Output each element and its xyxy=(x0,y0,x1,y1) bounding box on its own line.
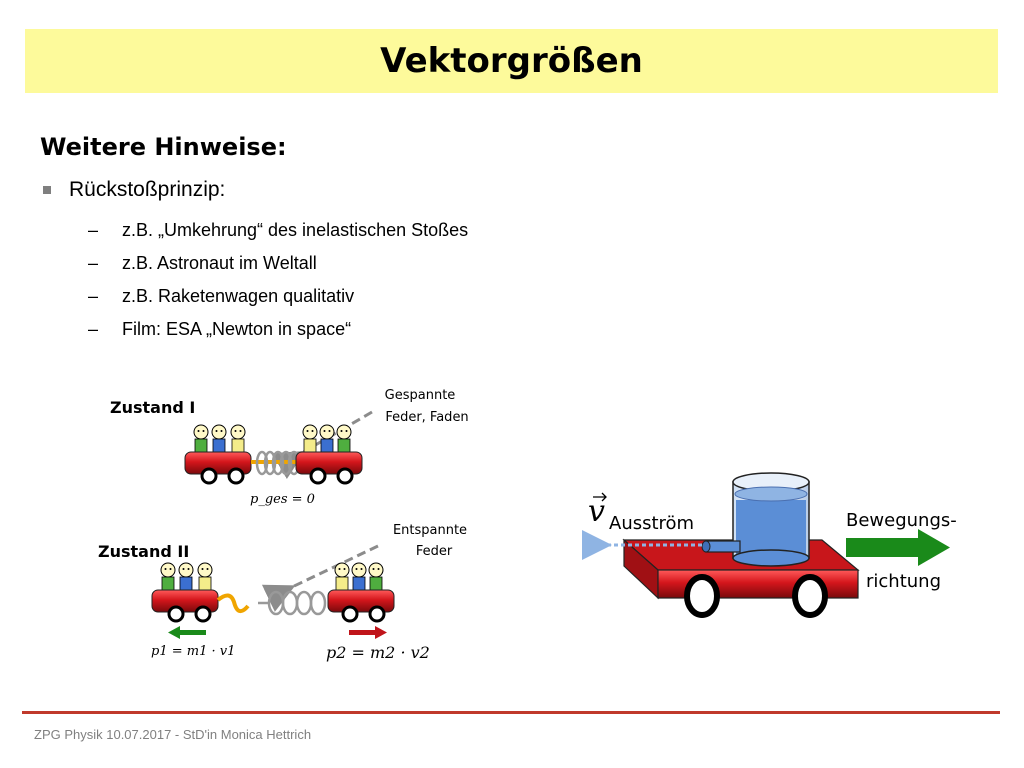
equation-total-momentum: p_ges = 0 xyxy=(250,492,315,507)
sub-item-text: z.B. Raketenwagen qualitativ xyxy=(122,286,355,306)
cart-left-state1 xyxy=(184,424,252,485)
direction-label-2: richtung xyxy=(866,571,941,592)
person-icon xyxy=(302,424,318,456)
person-icon xyxy=(193,424,209,456)
title-bar: Vektorgrößen xyxy=(25,29,998,93)
footer-divider xyxy=(22,711,1000,714)
person-icon xyxy=(211,424,227,456)
velocity-symbol: v xyxy=(588,494,605,529)
direction-label-1: Bewegungs- xyxy=(846,510,957,531)
movement-direction-arrow xyxy=(846,529,950,566)
person-icon xyxy=(230,424,246,456)
sub-list: – z.B. „Umkehrung“ des inelastischen Stoß… xyxy=(88,218,468,350)
sub-list-item: – z.B. „Umkehrung“ des inelastischen Stoß… xyxy=(88,218,468,251)
dash-icon: – xyxy=(88,286,99,306)
dash-icon: – xyxy=(88,220,99,240)
bullet-text: Rückstoßprinzip: xyxy=(69,178,226,201)
equation-p1: p1 = m1 · v1 xyxy=(151,644,235,659)
person-icon xyxy=(336,424,352,456)
velocity-label: Ausström xyxy=(609,513,694,534)
cart-left-state2 xyxy=(151,562,219,623)
bullet-item: Rückstoßprinzip: xyxy=(40,178,225,202)
equation-p2: p2 = m2 · v2 xyxy=(326,643,430,662)
person-icon xyxy=(197,562,213,594)
state-one-label: Zustand I xyxy=(110,398,195,417)
spring-tensioned-label-2: Feder, Faden xyxy=(385,410,468,425)
thread-loose xyxy=(216,593,250,614)
person-icon xyxy=(368,562,384,594)
spring-relaxed-label-1: Entspannte xyxy=(393,523,467,538)
sub-item-text: Film: ESA „Newton in space“ xyxy=(122,319,352,339)
dash-icon: – xyxy=(88,253,99,273)
spring-relaxed xyxy=(258,590,327,616)
rocket-cart xyxy=(622,472,860,618)
vector-arrow-icon xyxy=(593,492,607,502)
state-two-label: Zustand II xyxy=(98,542,189,561)
cart-right-state1 xyxy=(295,424,363,485)
sub-list-item: – Film: ESA „Newton in space“ xyxy=(88,317,468,350)
momentum-arrow-right xyxy=(349,626,387,639)
dash-icon: – xyxy=(88,319,99,339)
spring-tensioned-label-1: Gespannte xyxy=(385,388,456,403)
sub-list-item: – z.B. Raketenwagen qualitativ xyxy=(88,284,468,317)
momentum-arrow-left xyxy=(168,626,206,639)
person-icon xyxy=(334,562,350,594)
slide-title: Vektorgrößen xyxy=(380,41,643,81)
sub-item-text: z.B. Astronaut im Weltall xyxy=(122,253,317,273)
sub-list-item: – z.B. Astronaut im Weltall xyxy=(88,251,468,284)
sub-item-text: z.B. „Umkehrung“ des inelastischen Stoße… xyxy=(122,220,469,240)
footer-text: ZPG Physik 10.07.2017 - StD'in Monica He… xyxy=(34,727,312,742)
spring-relaxed-label-2: Feder xyxy=(416,544,453,559)
cart-right-state2 xyxy=(327,562,395,623)
pointer-arrow-2 xyxy=(261,544,379,612)
person-icon xyxy=(178,562,194,594)
person-icon xyxy=(319,424,335,456)
person-icon xyxy=(351,562,367,594)
bullet-square-icon xyxy=(43,186,51,194)
person-icon xyxy=(160,562,176,594)
subheading: Weitere Hinweise: xyxy=(40,133,287,161)
